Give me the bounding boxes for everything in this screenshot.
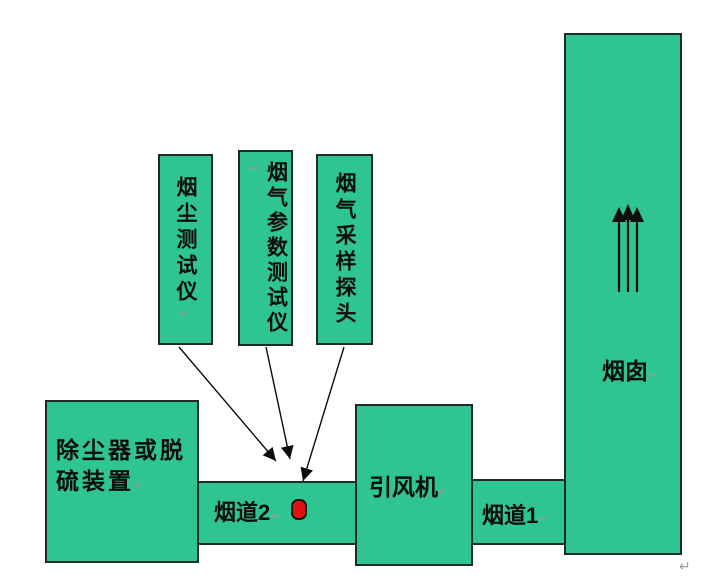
gas-sampling-probe-label: 烟气采样探头 — [333, 172, 356, 328]
return-mark: ↵ — [538, 512, 549, 526]
flue-gas-up-arrows-icon — [612, 204, 644, 292]
dust-collector-label: 除尘器或脱硫装置 — [56, 437, 186, 494]
duct1-box: 烟道1↵ — [471, 479, 567, 545]
instrument-box-gas-param-tester: 烟气参数测试仪↵ — [238, 150, 293, 346]
instrument-box-dust-tester: 烟尘测试仪↵ — [158, 154, 213, 345]
return-mark: ↵ — [438, 484, 449, 498]
sampling-point-dot — [291, 499, 307, 520]
dust-tester-label: 烟尘测试仪 — [174, 176, 197, 306]
return-mark: ↵ — [270, 509, 281, 523]
duct2-label: 烟道2 — [214, 500, 271, 525]
return-mark: ↵ — [247, 161, 262, 175]
dust-collector-label-group: 除尘器或脱硫装置↵ — [56, 435, 192, 501]
duct1-label: 烟道1 — [482, 503, 539, 528]
gas-param-tester-label-group: 烟气参数测试仪↵ — [245, 161, 288, 344]
gas-param-tester-label: 烟气参数测试仪 — [264, 161, 288, 336]
dust-tester-label-group: 烟尘测试仪↵ — [174, 176, 197, 343]
gas-sampling-probe-label-group: 烟气采样探头 — [333, 172, 356, 343]
return-mark: ↵ — [178, 306, 192, 320]
dust-collector-box: 除尘器或脱硫装置↵ — [45, 400, 199, 563]
chimney-box: 烟囱↵ — [564, 33, 682, 555]
return-mark: ↵ — [648, 368, 659, 382]
page-return-mark: ↵ — [679, 558, 691, 574]
arrow-gas-param-tester-to-duct — [265, 346, 294, 460]
fan-label: 引风机 — [369, 474, 438, 500]
duct2-box: 烟道2↵ — [196, 481, 358, 545]
arrow-sampling-probe-to-duct — [300, 346, 345, 482]
duct1-label-group: 烟道1↵ — [482, 498, 548, 530]
chimney-label-group: 烟囱↵ — [602, 352, 658, 386]
chimney-label: 烟囱 — [602, 358, 648, 384]
return-mark: ↵ — [134, 478, 145, 492]
fan-label-group: 引风机↵ — [369, 468, 448, 502]
fan-box: 引风机↵ — [355, 404, 473, 566]
instrument-box-gas-sampling-probe: 烟气采样探头 — [316, 154, 373, 345]
duct2-label-group: 烟道2↵ — [214, 495, 280, 527]
